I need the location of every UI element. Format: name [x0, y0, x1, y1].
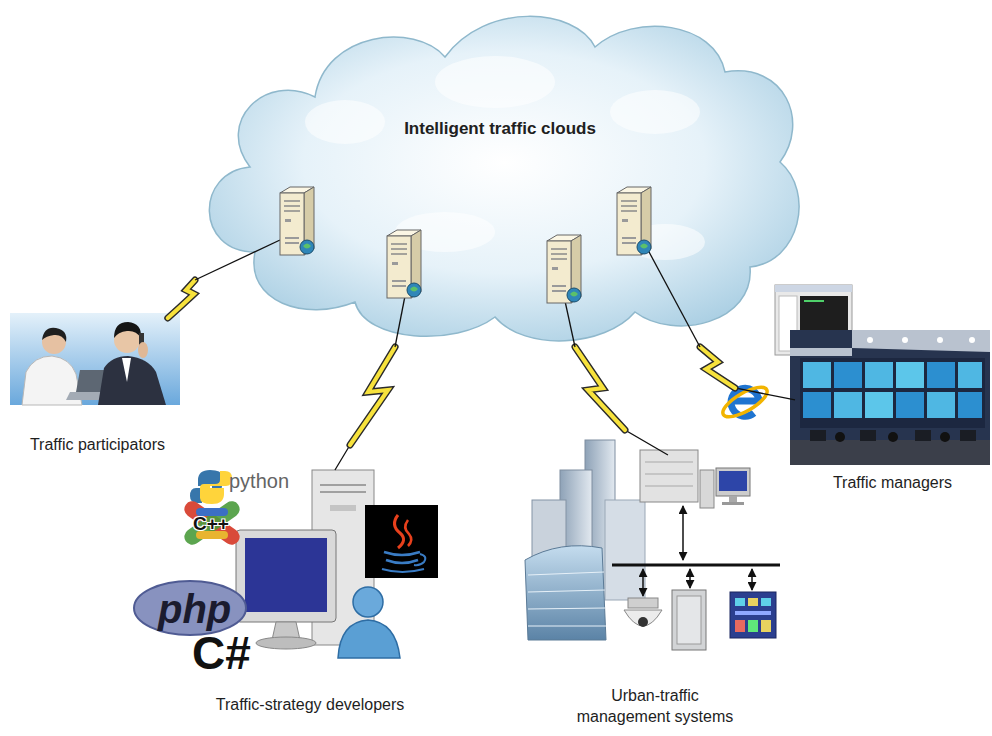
node-label: Intelligent traffic clouds [404, 118, 596, 141]
lightning-outline [700, 347, 735, 388]
server-icon [617, 187, 651, 255]
php-logo [134, 581, 246, 635]
browser-icon [719, 382, 771, 423]
developers-group: Traffic-strategy developers [150, 470, 470, 722]
cpp-logo [181, 498, 243, 548]
language-name: C# [192, 630, 251, 676]
cloud-highlight [625, 224, 705, 260]
cloud-shape: Intelligent traffic clouds [195, 2, 805, 347]
wireless-link [168, 280, 195, 318]
server-icon [387, 230, 421, 298]
server-icon [547, 235, 581, 303]
lightning-bolt [700, 347, 735, 388]
server-wire [565, 301, 575, 347]
link-line [168, 280, 195, 318]
node-label: Traffic participators [30, 434, 165, 456]
language-name: C++ [193, 514, 229, 533]
developer-workstation [236, 470, 438, 658]
urban-systems-group: Urban-traffic management systems [520, 455, 790, 734]
server-icon [280, 187, 314, 255]
server-wire [648, 250, 700, 347]
urban-systems-illustration [525, 440, 780, 650]
lightning-bolt [575, 347, 625, 430]
participators-photo [10, 313, 180, 405]
language-name: python [229, 471, 289, 491]
node-label: Traffic managers [833, 472, 952, 494]
participators-group: Traffic participators [5, 318, 190, 462]
server-wire [395, 296, 405, 347]
cloud-highlight [435, 56, 555, 108]
cloud-outline [195, 2, 805, 347]
language-name: php [158, 589, 231, 629]
control-room-illustration [775, 285, 990, 465]
managers-group: Traffic managers [795, 283, 990, 500]
python-logo [190, 470, 232, 504]
link-line [700, 347, 795, 400]
lightning-outline [168, 280, 195, 318]
server-wire [195, 240, 280, 280]
link-line [335, 347, 395, 470]
lightning-outline [350, 347, 395, 445]
cloud-highlight [305, 100, 385, 144]
cloud-outline [209, 16, 799, 341]
lightning-outline [575, 347, 625, 430]
node-label: Urban-traffic management systems [570, 685, 740, 728]
cloud-highlight [395, 212, 495, 252]
node-label: Traffic-strategy developers [216, 694, 405, 716]
wireless-link [575, 347, 668, 455]
link-line [575, 347, 668, 455]
wireless-link [335, 347, 395, 470]
cloud-highlight [610, 90, 700, 134]
lightning-bolt [168, 280, 195, 318]
wireless-link [700, 347, 795, 400]
lightning-bolt [350, 347, 395, 445]
